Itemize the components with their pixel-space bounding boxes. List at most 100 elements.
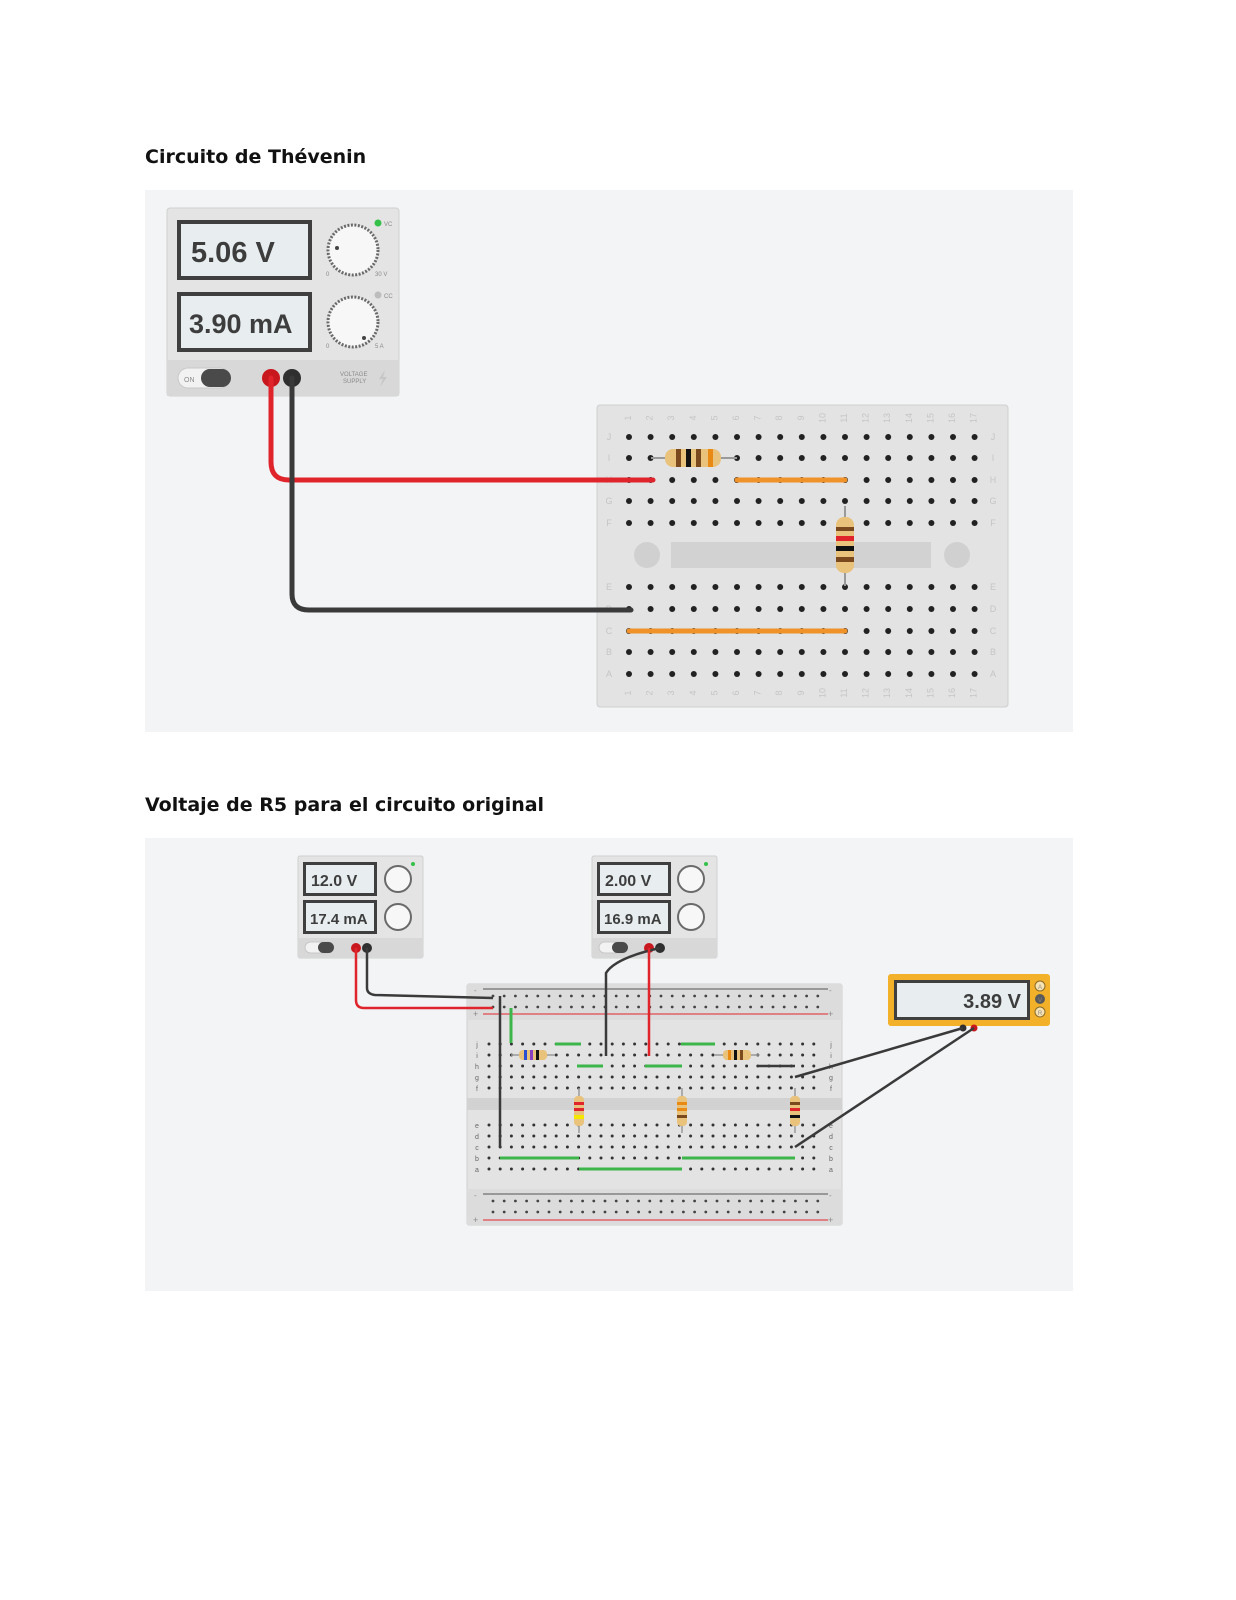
- breadboard-hole[interactable]: [700, 1075, 704, 1079]
- breadboard-hole[interactable]: [863, 649, 870, 655]
- breadboard-hole[interactable]: [755, 649, 762, 655]
- breadboard-hole[interactable]: [928, 606, 935, 612]
- breadboard-hole[interactable]: [644, 1075, 648, 1079]
- rail-hole[interactable]: [794, 1005, 797, 1009]
- breadboard-hole[interactable]: [647, 606, 654, 612]
- rail-hole[interactable]: [771, 1005, 775, 1009]
- rail-hole[interactable]: [715, 1210, 719, 1214]
- breadboard-hole[interactable]: [626, 434, 632, 440]
- rail-hole[interactable]: [491, 1199, 495, 1203]
- rail-hole[interactable]: [525, 1210, 528, 1214]
- breadboard-hole[interactable]: [521, 1064, 525, 1068]
- rail-hole[interactable]: [637, 1005, 640, 1009]
- rail-hole[interactable]: [726, 994, 730, 998]
- breadboard-hole[interactable]: [487, 1167, 491, 1171]
- mode-v-button[interactable]: [1035, 994, 1045, 1004]
- breadboard-hole[interactable]: [588, 1086, 592, 1090]
- breadboard-hole[interactable]: [677, 1086, 681, 1090]
- breadboard-hole[interactable]: [755, 606, 762, 612]
- breadboard-hole[interactable]: [950, 649, 956, 655]
- breadboard-hole[interactable]: [610, 1145, 614, 1149]
- breadboard-hole[interactable]: [700, 1134, 704, 1138]
- breadboard-hole[interactable]: [812, 1123, 816, 1127]
- breadboard-hole[interactable]: [543, 1134, 547, 1138]
- breadboard-hole[interactable]: [689, 1075, 693, 1079]
- breadboard-hole[interactable]: [722, 1042, 726, 1046]
- breadboard-hole[interactable]: [690, 498, 697, 504]
- breadboard-hole[interactable]: [610, 1156, 614, 1160]
- resistor-r4[interactable]: [677, 1088, 687, 1133]
- breadboard-hole[interactable]: [812, 1156, 816, 1160]
- breadboard-hole[interactable]: [711, 1167, 715, 1171]
- breadboard-hole[interactable]: [971, 498, 978, 504]
- resistor-r5[interactable]: [790, 1088, 800, 1133]
- multimeter-lead-2[interactable]: [794, 1026, 975, 1149]
- rail-hole[interactable]: [726, 1210, 730, 1214]
- breadboard-hole[interactable]: [734, 434, 740, 440]
- breadboard-hole[interactable]: [610, 1086, 614, 1090]
- rail-hole[interactable]: [771, 1199, 775, 1203]
- rail-hole[interactable]: [682, 1005, 685, 1009]
- breadboard-hole[interactable]: [712, 671, 719, 677]
- breadboard-hole[interactable]: [733, 1064, 737, 1068]
- breadboard-hole[interactable]: [644, 1053, 648, 1057]
- breadboard-hole[interactable]: [801, 1156, 805, 1160]
- rail-hole[interactable]: [614, 1199, 618, 1203]
- breadboard-hole[interactable]: [554, 1075, 558, 1079]
- rail-hole[interactable]: [805, 994, 808, 998]
- breadboard-hole[interactable]: [700, 1167, 704, 1171]
- rail-hole[interactable]: [726, 1005, 730, 1009]
- breadboard-hole[interactable]: [756, 1086, 760, 1090]
- breadboard-hole[interactable]: [677, 1075, 681, 1079]
- breadboard-hole[interactable]: [928, 498, 935, 504]
- breadboard-hole[interactable]: [842, 606, 848, 612]
- breadboard-hole[interactable]: [755, 498, 762, 504]
- breadboard-hole[interactable]: [712, 649, 719, 655]
- breadboard-hole[interactable]: [711, 1123, 715, 1127]
- breadboard-hole[interactable]: [798, 520, 805, 526]
- breadboard-hole[interactable]: [733, 1145, 737, 1149]
- breadboard-hole[interactable]: [863, 628, 870, 634]
- rail-hole[interactable]: [682, 1210, 685, 1214]
- breadboard-hole[interactable]: [666, 1156, 670, 1160]
- rail-hole[interactable]: [704, 994, 708, 998]
- breadboard-hole[interactable]: [863, 606, 870, 612]
- breadboard-hole[interactable]: [734, 671, 740, 677]
- breadboard-hole[interactable]: [700, 1053, 704, 1057]
- breadboard-hole[interactable]: [950, 628, 956, 634]
- breadboard-hole[interactable]: [734, 649, 740, 655]
- breadboard-hole[interactable]: [712, 477, 719, 483]
- breadboard-hole[interactable]: [950, 434, 956, 440]
- breadboard-hole[interactable]: [971, 671, 978, 677]
- breadboard-hole[interactable]: [928, 671, 935, 677]
- breadboard-hole[interactable]: [756, 1042, 760, 1046]
- rail-hole[interactable]: [670, 1210, 674, 1214]
- breadboard-hole[interactable]: [509, 1064, 513, 1068]
- breadboard-hole[interactable]: [532, 1042, 536, 1046]
- rail-hole[interactable]: [603, 1199, 607, 1203]
- breadboard-hole[interactable]: [950, 671, 956, 677]
- breadboard-hole[interactable]: [599, 1145, 603, 1149]
- rail-hole[interactable]: [536, 1210, 540, 1214]
- breadboard-hole[interactable]: [733, 1167, 737, 1171]
- breadboard-hole[interactable]: [711, 1053, 715, 1057]
- rail-hole[interactable]: [704, 1005, 708, 1009]
- breadboard-hole[interactable]: [554, 1053, 558, 1057]
- breadboard-hole[interactable]: [588, 1123, 592, 1127]
- breadboard-hole[interactable]: [532, 1086, 536, 1090]
- breadboard-hole[interactable]: [767, 1167, 771, 1171]
- breadboard-hole[interactable]: [755, 455, 762, 461]
- rail-hole[interactable]: [502, 994, 506, 998]
- breadboard-hole[interactable]: [666, 1134, 670, 1138]
- rail-hole[interactable]: [502, 1005, 506, 1009]
- rail-hole[interactable]: [491, 994, 495, 998]
- breadboard-hole[interactable]: [565, 1086, 569, 1090]
- breadboard-hole[interactable]: [755, 671, 762, 677]
- breadboard-hole[interactable]: [789, 1086, 793, 1090]
- breadboard-hole[interactable]: [588, 1156, 592, 1160]
- voltage-knob[interactable]: [326, 223, 380, 277]
- breadboard-hole[interactable]: [599, 1134, 603, 1138]
- breadboard-hole[interactable]: [801, 1086, 805, 1090]
- breadboard-hole[interactable]: [885, 628, 892, 634]
- breadboard-hole[interactable]: [971, 477, 978, 483]
